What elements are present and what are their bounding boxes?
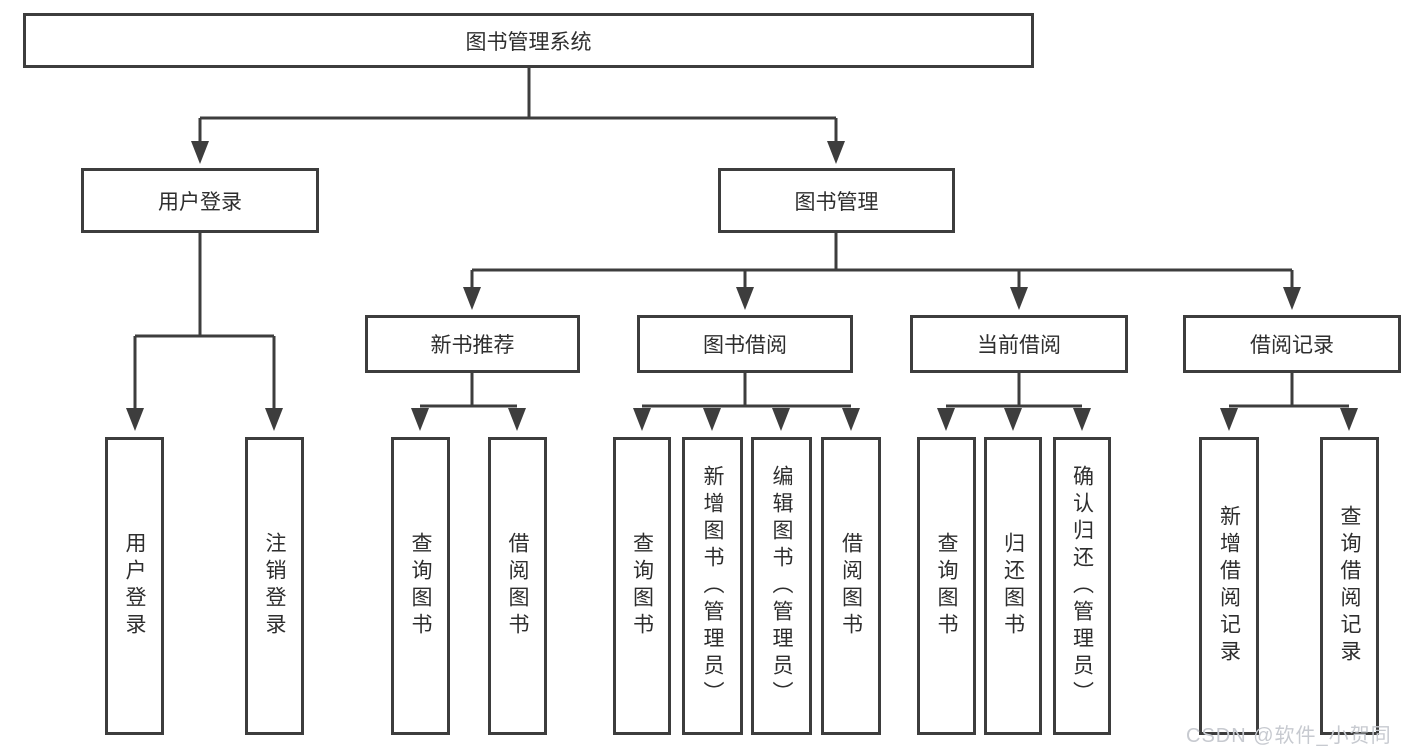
watermark: CSDN @软件_小贺同学 [1186,725,1392,747]
leaf-add-borrow-record: 新增借阅记录 [1199,437,1259,735]
node-root: 图书管理系统 [23,13,1034,68]
leaf-query-borrow-record: 查询借阅记录 [1320,437,1379,735]
leaf-edit-books-admin: 编辑图书（管理员） [751,437,812,735]
node-current-borrow: 当前借阅 [910,315,1128,373]
leaf-borrow-books-1: 借阅图书 [488,437,547,735]
leaf-borrow-books-2: 借阅图书 [821,437,881,735]
leaf-logout: 注销登录 [245,437,304,735]
node-new-book-recommend: 新书推荐 [365,315,580,373]
leaf-query-books-2: 查询图书 [613,437,671,735]
leaf-add-books-admin: 新增图书（管理员） [682,437,743,735]
leaf-query-books-1: 查询图书 [391,437,450,735]
node-book-borrow: 图书借阅 [637,315,853,373]
node-borrow-records: 借阅记录 [1183,315,1401,373]
leaf-query-books-3: 查询图书 [917,437,976,735]
leaf-return-books: 归还图书 [984,437,1042,735]
node-user-login: 用户登录 [81,168,319,233]
leaf-confirm-return-admin: 确认归还（管理员） [1053,437,1111,735]
leaf-user-login: 用户登录 [105,437,164,735]
node-book-management: 图书管理 [718,168,955,233]
